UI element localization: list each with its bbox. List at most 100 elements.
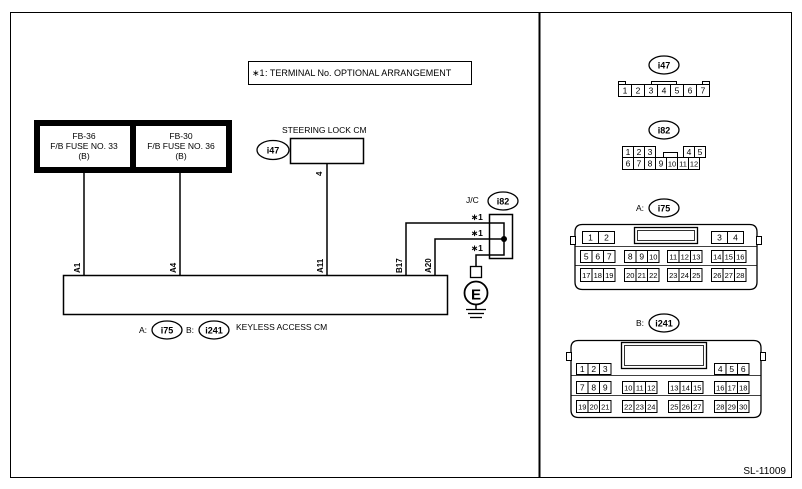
i241-pin-label: 30 [739,403,747,412]
ground-symbol: E [471,287,481,304]
i241-pin-label: 26 [682,403,690,412]
i241-pin-label: 18 [739,384,747,393]
i75-pin-label: 2 [604,233,609,243]
keyless-label: KEYLESS ACCESS CM [236,322,327,332]
fuse-right-id: FB-30 [169,131,192,141]
keyless-conn-a: i75 [161,326,174,336]
i75-pin-cell [647,268,660,282]
i241-pin-label: 25 [670,403,678,412]
i75-pin-label: 22 [649,271,657,280]
i241-pin-label: 1 [580,364,585,374]
note-star: ∗1 [252,68,265,78]
i82-pin-label: 9 [659,159,664,169]
steering-lock-pin: 4 [315,171,324,176]
keyless-conn-a-oval [151,320,183,340]
jc-connector: i82 [497,197,510,207]
i241-pin-label: 15 [693,384,701,393]
i75-pin-label: 17 [582,271,590,280]
i75-oval [648,198,680,218]
i241-pin-label: 11 [636,384,644,393]
pin-b17: B17 [395,258,404,273]
i82-pin-label: 11 [679,160,687,169]
diagram-id: SL-11009 [743,466,786,477]
i82-pin-label: 7 [637,159,642,169]
steering-lock-connector: i47 [267,146,280,156]
i82-oval [648,120,680,140]
i75-pin-cell [598,231,615,244]
fuse-left-id: FB-36 [72,131,95,141]
i75-pin-label: 25 [692,271,700,280]
jc-star-2: ∗1 [471,228,483,238]
jc-connector-oval [487,191,519,211]
junction-dot [501,236,507,242]
i75-pin-cell [727,231,744,244]
i75-pin-cell [734,268,747,282]
i241-pin-cell [599,400,612,413]
i241-prefix: B: [636,318,644,328]
i241-pin-label: 10 [624,384,632,393]
i75-pin-label: 13 [692,253,700,262]
i47-title: i47 [658,61,671,71]
i241-pin-label: 24 [647,403,655,412]
i241-key-slot [620,341,708,370]
i241-pin-label: 7 [580,383,585,393]
i47-pin-label: 1 [623,86,628,96]
i241-pin-label: 5 [729,364,734,374]
i241-pin-label: 13 [670,384,678,393]
i47-pin-label: 5 [675,86,680,96]
i75-pin-label: 10 [649,253,657,262]
i82-pin-label: 1 [626,147,631,157]
i47-pin-label: 7 [701,86,706,96]
i82-pin-label: 8 [648,159,653,169]
jc-label: J/C [466,195,479,205]
keyless-conn-b: i241 [205,326,223,336]
i241-pin-cell [599,381,612,394]
i47-oval [648,55,680,75]
keyless-access-box [62,274,449,316]
fuse-right-name: F/B FUSE NO. 36 [147,141,215,151]
i47-pin-label: 6 [688,86,693,96]
i75-pin-cell [690,268,703,282]
diagram-frame [10,12,792,478]
i241-pin-label: 16 [716,384,724,393]
i75-pin-label: 26 [713,271,721,280]
i75-pin-label: 16 [736,253,744,262]
fuse-left-box [40,126,130,167]
i241-pin-label: 28 [716,403,724,412]
i75-pin-label: 6 [595,252,600,262]
i241-latch-right [760,352,766,361]
i75-key-inner [637,230,695,241]
wire-a20 [434,238,504,276]
i241-pin-label: 6 [741,364,746,374]
jc-star-1: ∗1 [471,212,483,222]
i241-pin-cell [645,381,658,394]
steering-lock-connector-oval [256,139,290,161]
i75-pin-label: 14 [713,253,721,262]
i75-pin-label: 20 [626,271,634,280]
i75-pin-label: 21 [638,271,646,280]
i75-pin-cell [690,250,703,263]
i47-pin-label: 2 [636,86,641,96]
i241-latch-left [566,352,572,361]
i75-pin-label: 8 [628,252,633,262]
i241-pin-label: 23 [636,403,644,412]
i75-pin-label: 23 [669,271,677,280]
pin-a20: A20 [424,258,433,273]
i75-pin-label: 1 [588,233,593,243]
i75-pin-label: 15 [725,253,733,262]
i75-key-slot [633,226,699,245]
i241-pin-cell [737,363,750,375]
i241-oval [648,313,680,333]
i75-pin-label: 9 [639,252,644,262]
i241-pin-label: 22 [624,403,632,412]
fuse-left-name: F/B FUSE NO. 33 [50,141,118,151]
i75-latch-right [756,236,762,245]
i241-pin-cell [599,363,612,375]
i82-pin-label: 2 [637,147,642,157]
fuse-right-box [136,126,226,167]
